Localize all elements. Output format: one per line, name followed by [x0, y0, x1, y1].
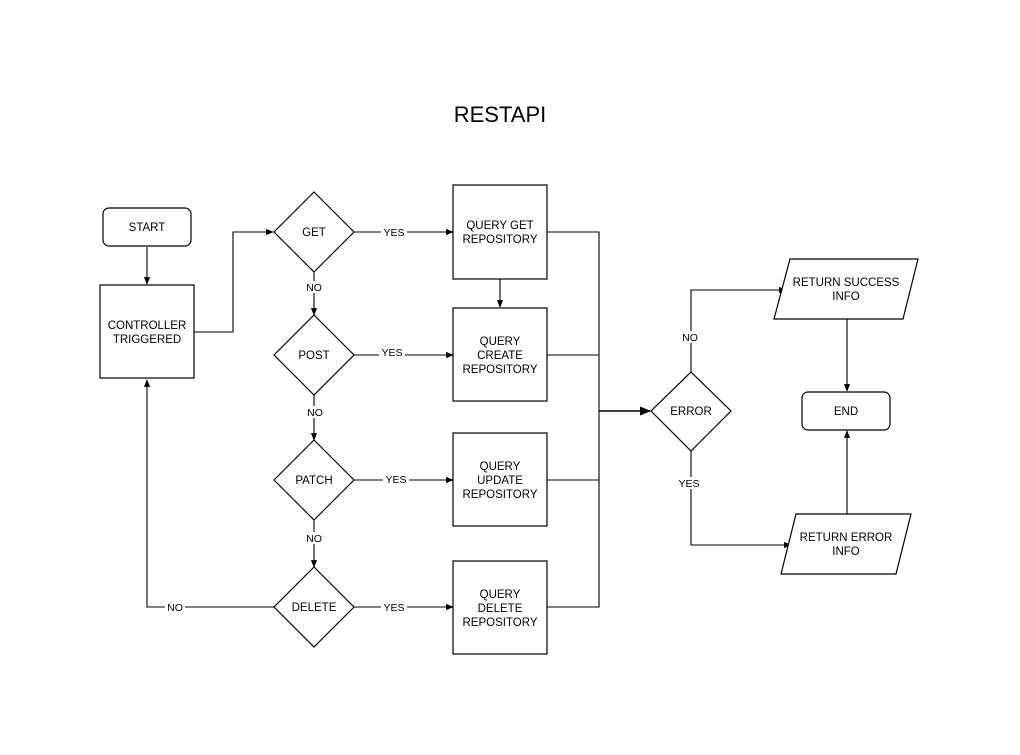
patch-decision: PATCH [273, 439, 355, 521]
edge-labels: YES YES YES YES NO NO NO NO [165, 226, 702, 614]
diagram-title: RESTAPI [454, 102, 547, 127]
delete-label: DELETE [292, 602, 337, 614]
edge-error-no [690, 286, 787, 372]
label-delete-yes-text: YES [383, 602, 404, 614]
query-update-label-line1: QUERY [480, 461, 521, 473]
query-get-label-line1: QUERY GET [466, 220, 533, 232]
label-post-yes: YES [379, 346, 405, 359]
query-create-label-line2: CREATE [477, 350, 523, 362]
label-patch-yes-text: YES [385, 474, 406, 486]
end-node: END [801, 391, 891, 431]
return-success-node: RETURN SUCCESS INFO [773, 258, 919, 320]
label-error-yes-text: YES [678, 478, 699, 490]
label-delete-no-text: NO [167, 602, 183, 614]
return-success-label-line1: RETURN SUCCESS [793, 277, 900, 289]
patch-label: PATCH [295, 475, 332, 487]
query-get-node: QUERY GET REPOSITORY [452, 184, 548, 280]
return-error-label-line2: INFO [832, 546, 860, 558]
query-update-label-line3: REPOSITORY [463, 489, 538, 501]
query-get-label-line2: REPOSITORY [463, 234, 538, 246]
query-update-node: QUERY UPDATE REPOSITORY [452, 432, 548, 527]
return-success-label-line2: INFO [832, 291, 860, 303]
start-node: START [102, 207, 192, 247]
label-error-yes: YES [676, 477, 702, 490]
edge-error-yes [690, 451, 792, 549]
label-get-no-text: NO [306, 282, 322, 294]
label-delete-no: NO [165, 601, 185, 614]
post-label: POST [298, 350, 329, 362]
query-create-label-line1: QUERY [480, 336, 521, 348]
label-patch-no-text: NO [306, 533, 322, 545]
get-decision: GET [273, 191, 355, 273]
post-decision: POST [273, 314, 355, 396]
edges [143, 228, 851, 611]
error-decision: ERROR [650, 371, 732, 452]
label-error-no-text: NO [682, 332, 698, 344]
controller-label-line2: TRIGGERED [113, 334, 181, 346]
delete-decision: DELETE [273, 566, 355, 648]
label-get-yes-text: YES [383, 227, 404, 239]
label-get-yes: YES [381, 226, 407, 239]
query-delete-node: QUERY DELETE REPOSITORY [452, 560, 548, 655]
query-delete-label-line1: QUERY [480, 589, 521, 601]
label-error-no: NO [679, 331, 701, 344]
controller-node: CONTROLLER TRIGGERED [99, 284, 195, 379]
get-label: GET [302, 227, 326, 239]
query-update-label-line2: UPDATE [477, 475, 523, 487]
edge-controller-get [194, 228, 274, 333]
label-patch-yes: YES [383, 473, 409, 486]
return-error-node: RETURN ERROR INFO [780, 513, 912, 575]
edge-delete-no [143, 379, 274, 608]
query-create-label-line3: REPOSITORY [463, 364, 538, 376]
query-create-node: QUERY CREATE REPOSITORY [452, 307, 548, 402]
label-post-yes-text: YES [381, 347, 402, 359]
error-label: ERROR [670, 406, 712, 418]
edge-merge-line [547, 231, 600, 608]
label-get-no: NO [304, 281, 324, 294]
label-delete-yes: YES [381, 601, 407, 614]
label-patch-no: NO [304, 532, 324, 545]
label-post-no: NO [305, 406, 325, 419]
label-post-no-text: NO [307, 407, 323, 419]
return-error-label-line1: RETURN ERROR [800, 532, 893, 544]
start-label: START [129, 222, 166, 234]
controller-label-line1: CONTROLLER [108, 320, 187, 332]
query-delete-label-line3: REPOSITORY [463, 617, 538, 629]
end-label: END [834, 406, 858, 418]
query-delete-label-line2: DELETE [478, 603, 523, 615]
